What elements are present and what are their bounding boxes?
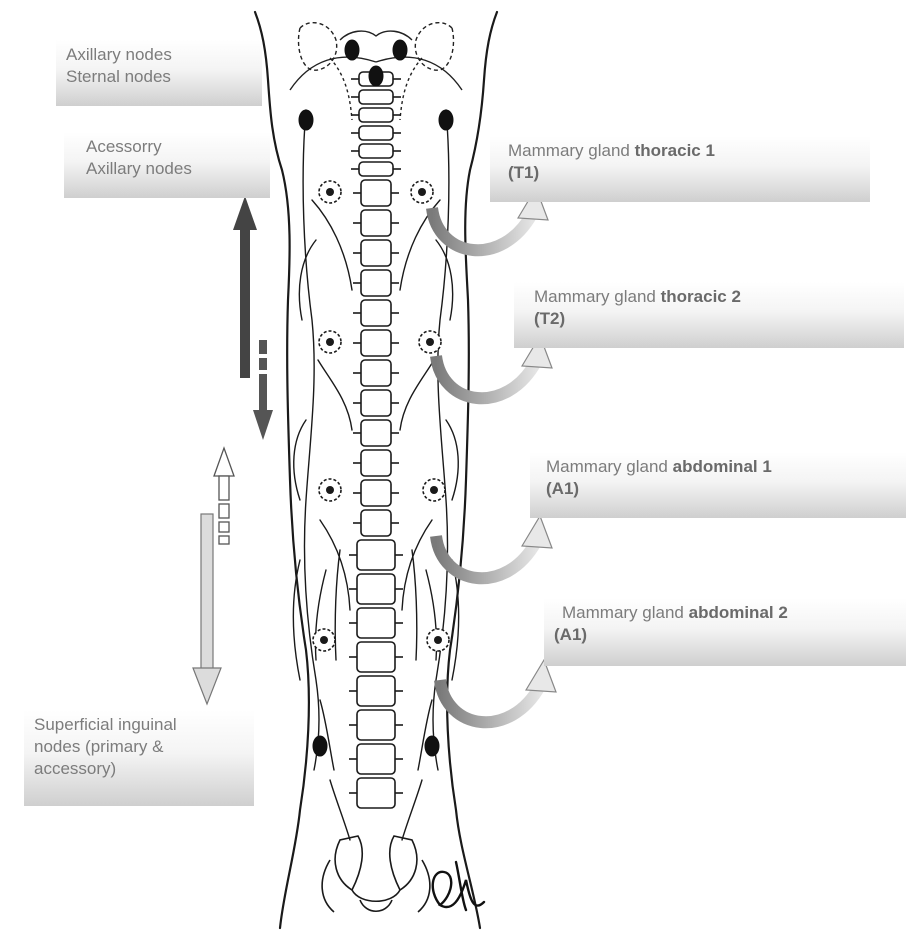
vertebra	[353, 270, 399, 296]
label-mammary-t1: Mammary gland thoracic 1 (T1)	[490, 136, 870, 202]
lymph-node-icon	[439, 110, 453, 130]
vertebra	[349, 608, 403, 638]
mammary-gland-icon	[319, 479, 341, 501]
vertebra	[353, 210, 399, 236]
label-line: Superficial inguinal	[34, 714, 244, 736]
gland-code: (A1)	[554, 625, 587, 644]
label-prefix: Mammary gland	[562, 603, 689, 622]
mammary-gland-icon	[313, 629, 335, 651]
mammary-gland-icon	[411, 181, 433, 203]
label-line: accessory)	[34, 758, 244, 780]
label-code: (A1)	[540, 478, 896, 500]
label-line: Sternal nodes	[66, 66, 252, 88]
vertebra	[353, 480, 399, 506]
light-arrow-down	[193, 514, 221, 704]
vertebra	[353, 390, 399, 416]
vertebra	[351, 126, 401, 140]
label-line: Axillary nodes	[74, 158, 260, 180]
dashed-arrow-up-light	[214, 448, 234, 544]
drainage-arrows	[193, 196, 273, 704]
lymph-node-icon	[393, 40, 407, 60]
lymph-node-icon	[299, 110, 313, 130]
vertebra	[353, 420, 399, 446]
vertebra	[353, 450, 399, 476]
mammary-gland-icon	[319, 331, 341, 353]
curved-arrow	[436, 516, 552, 578]
lymph-node-icon	[313, 736, 327, 756]
gland-code: (T2)	[534, 309, 565, 328]
lymph-node-icon	[369, 66, 383, 86]
label-code: (T1)	[500, 162, 860, 184]
vertebra	[353, 330, 399, 356]
lymph-node-icon	[345, 40, 359, 60]
vertebra	[349, 676, 403, 706]
vertebra	[349, 778, 403, 808]
label-prefix: Mammary gland	[508, 141, 635, 160]
label-gland-name: thoracic 1	[635, 141, 715, 160]
pelvis	[322, 836, 430, 912]
vertebra	[349, 710, 403, 740]
dashed-arrow-down-dark	[253, 340, 273, 440]
label-gland-name: abdominal 1	[673, 457, 772, 476]
label-superficial-inguinal-nodes: Superficial inguinal nodes (primary & ac…	[24, 710, 254, 806]
label-prefix: Mammary gland	[546, 457, 673, 476]
label-mammary-t2: Mammary gland thoracic 2 (T2)	[514, 282, 904, 348]
vertebra	[351, 108, 401, 122]
vertebra	[351, 144, 401, 158]
mammary-gland-icon	[319, 181, 341, 203]
gland-code: (A1)	[546, 479, 579, 498]
label-prefix: Mammary gland	[534, 287, 661, 306]
signature-icon	[433, 862, 484, 910]
lymph-node-icon	[425, 736, 439, 756]
dark-arrow-up	[233, 196, 257, 378]
vertebra	[353, 510, 399, 536]
vertebra	[353, 300, 399, 326]
label-axillary-sternal-nodes: Axillary nodes Sternal nodes	[56, 40, 262, 106]
vertebra	[353, 240, 399, 266]
label-line: Mammary gland abdominal 2	[554, 602, 896, 624]
label-line: Mammary gland thoracic 1	[500, 140, 860, 162]
label-line: Mammary gland abdominal 1	[540, 456, 896, 478]
vertebra	[349, 540, 403, 570]
vertebra	[351, 90, 401, 104]
mammary-gland-icon	[419, 331, 441, 353]
label-mammary-a1: Mammary gland abdominal 1 (A1)	[530, 452, 906, 518]
vertebra	[349, 574, 403, 604]
label-line: Axillary nodes	[66, 44, 252, 66]
label-accessory-axillary-nodes: Acessorry Axillary nodes	[64, 132, 270, 198]
mammary-gland-icon	[427, 629, 449, 651]
label-line: Acessorry	[74, 136, 260, 158]
label-mammary-a2: Mammary gland abdominal 2 (A1)	[544, 598, 906, 666]
vertebra	[351, 162, 401, 176]
label-code: (A1)	[554, 624, 896, 646]
curved-arrow	[440, 660, 556, 722]
gland-code: (T1)	[508, 163, 539, 182]
label-gland-name: thoracic 2	[661, 287, 741, 306]
label-line: nodes (primary &	[34, 736, 244, 758]
label-line: Mammary gland thoracic 2	[524, 286, 894, 308]
label-gland-name: abdominal 2	[689, 603, 788, 622]
vertebra	[353, 360, 399, 386]
vertebra	[349, 744, 403, 774]
label-code: (T2)	[524, 308, 894, 330]
spine	[349, 72, 403, 808]
vertebra	[349, 642, 403, 672]
vertebra	[353, 180, 399, 206]
mammary-gland-icon	[423, 479, 445, 501]
